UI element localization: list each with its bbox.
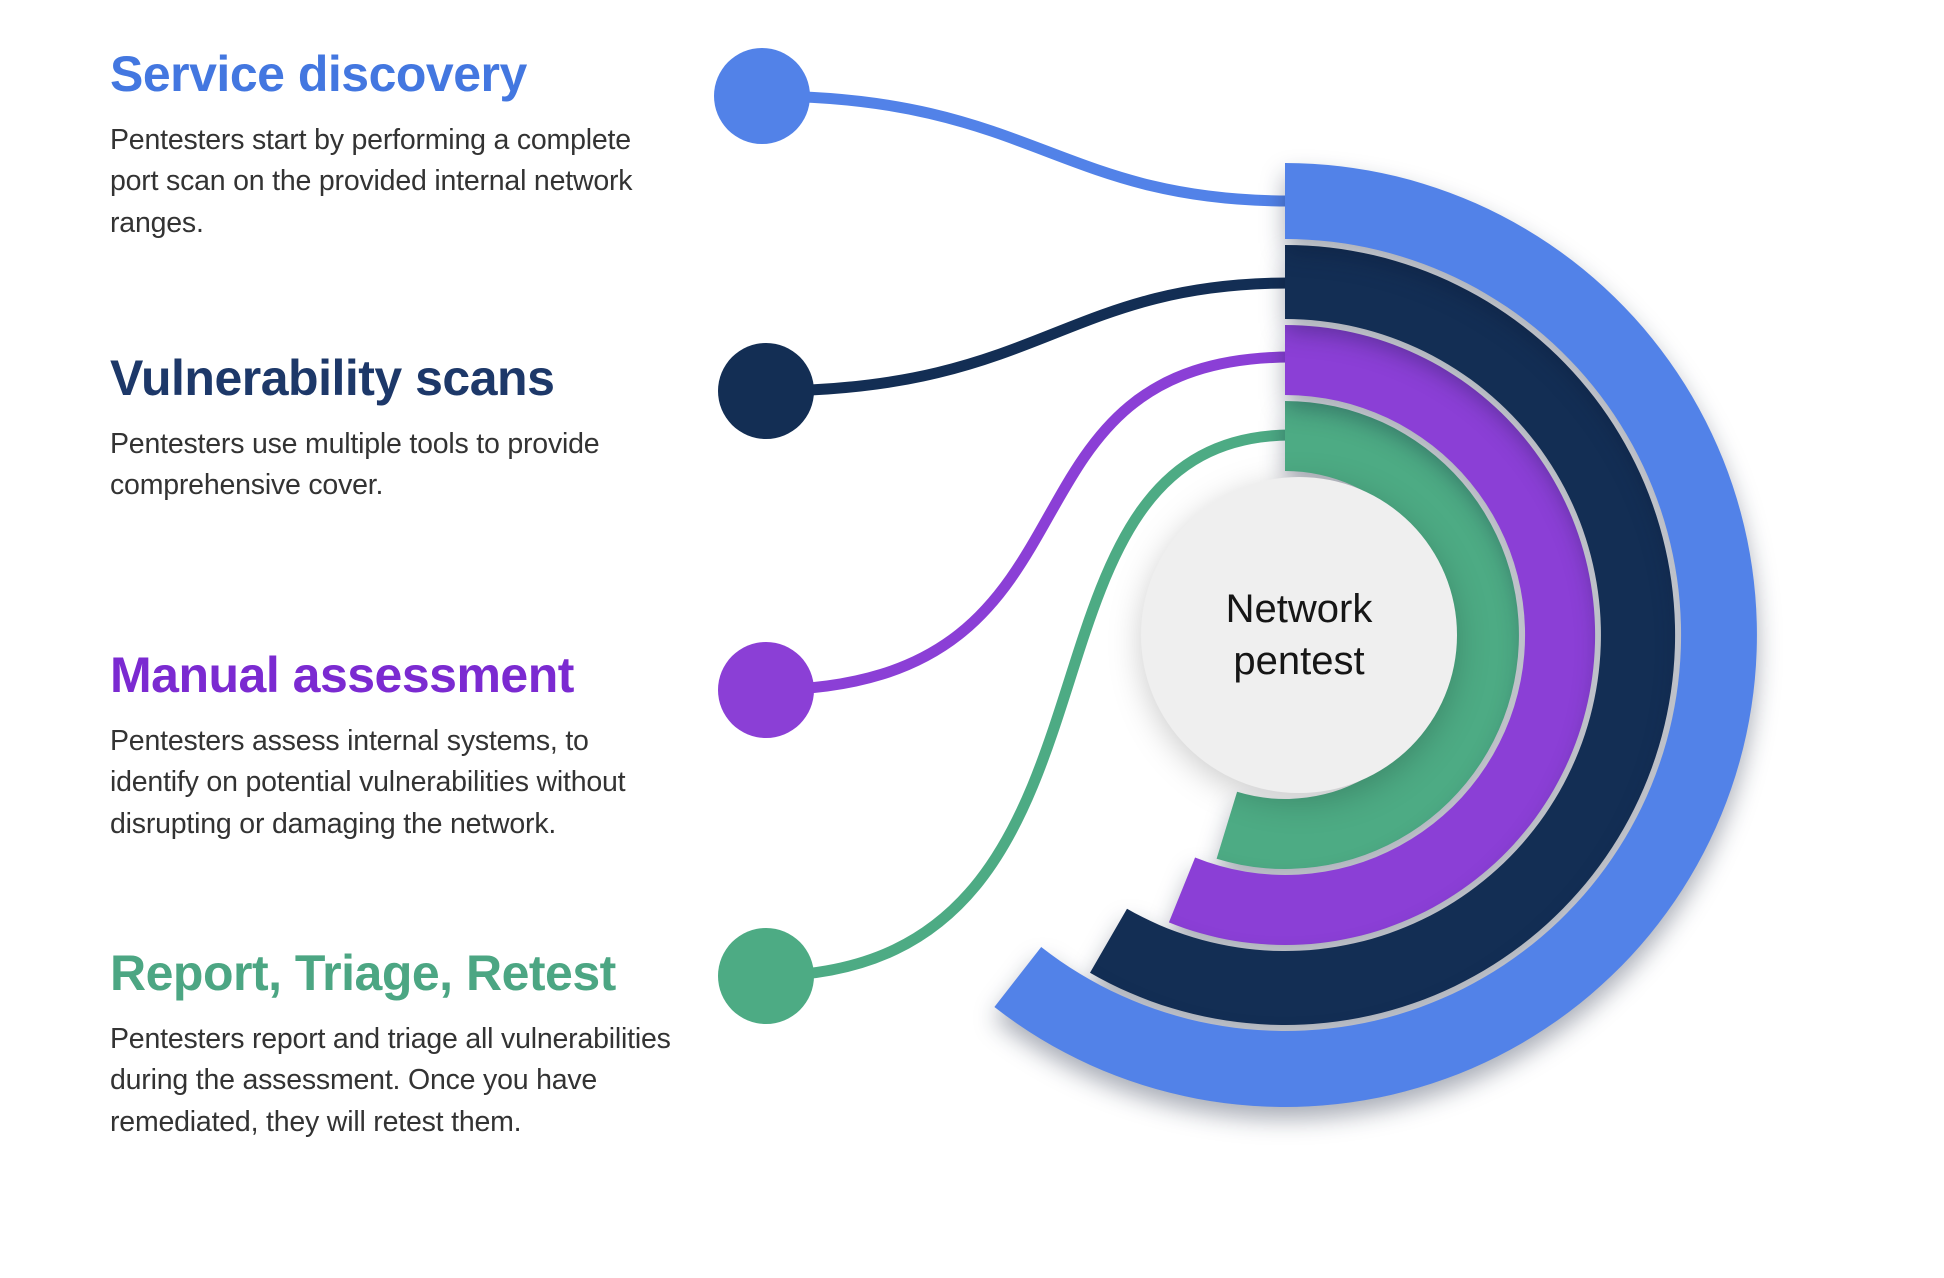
connector-vulnerability-scans bbox=[765, 277, 1291, 397]
ring-manual-assessment bbox=[1168, 324, 1596, 945]
dot-report-triage-retest bbox=[718, 928, 814, 1024]
center-node: Network pentest bbox=[1141, 477, 1457, 793]
step-title-manual-assessment: Manual assessment bbox=[110, 647, 574, 703]
step-description-manual-assessment: Pentesters assess internal systems, to i… bbox=[110, 725, 626, 840]
step-service-discovery: Service discovery Pentesters start by pe… bbox=[110, 46, 680, 244]
connector-service-discovery bbox=[761, 90, 1291, 207]
step-title-service-discovery: Service discovery bbox=[110, 46, 527, 102]
step-title-report-triage-retest: Report, Triage, Retest bbox=[110, 945, 616, 1001]
dot-manual-assessment bbox=[718, 642, 814, 738]
center-circle bbox=[1141, 477, 1457, 793]
connector-lines bbox=[761, 90, 1291, 982]
dot-vulnerability-scans bbox=[718, 343, 814, 439]
connector-report-triage-retest bbox=[765, 429, 1291, 982]
connector-manual-assessment bbox=[765, 351, 1291, 696]
step-title-vulnerability-scans: Vulnerability scans bbox=[110, 350, 555, 406]
arc-rings bbox=[994, 163, 1757, 1107]
ring-vulnerability-scans bbox=[1090, 244, 1676, 1025]
ring-report-triage-retest bbox=[1216, 401, 1519, 869]
step-description-service-discovery: Pentesters start by performing a complet… bbox=[110, 124, 633, 239]
step-vulnerability-scans: Vulnerability scans Pentesters use multi… bbox=[110, 350, 680, 507]
center-label-line2: pentest bbox=[1233, 639, 1364, 683]
step-manual-assessment: Manual assessment Pentesters assess inte… bbox=[110, 647, 680, 845]
step-dots bbox=[714, 48, 814, 1024]
ring-service-discovery bbox=[994, 163, 1757, 1107]
step-description-vulnerability-scans: Pentesters use multiple tools to provide… bbox=[110, 428, 600, 502]
step-description-report-triage-retest: Pentesters report and triage all vulnera… bbox=[110, 1023, 671, 1138]
dot-service-discovery bbox=[714, 48, 810, 144]
center-label-line1: Network bbox=[1226, 587, 1374, 631]
step-report-triage-retest: Report, Triage, Retest Pentesters report… bbox=[110, 945, 680, 1143]
